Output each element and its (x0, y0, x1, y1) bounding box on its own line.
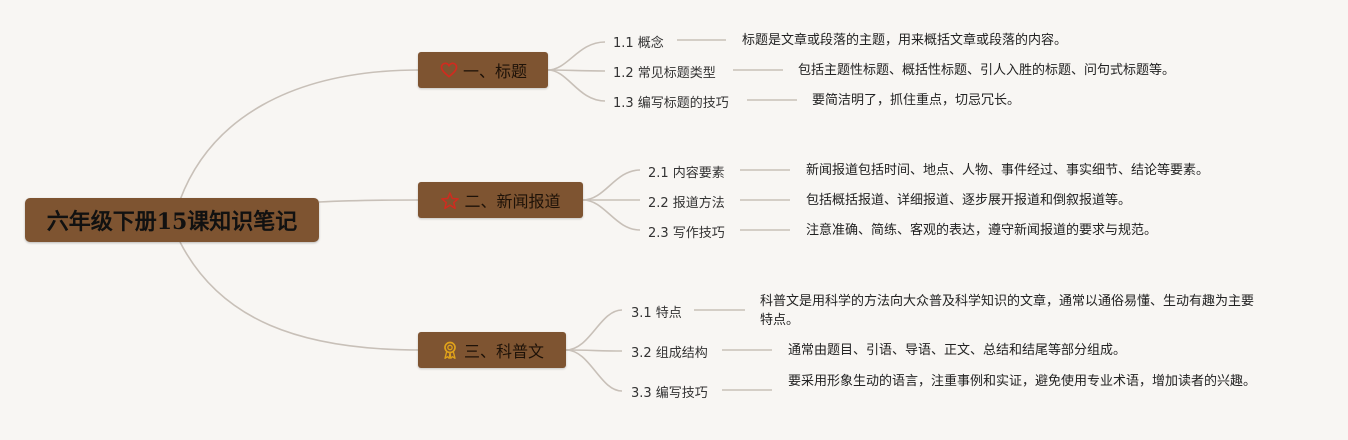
topic-node-2-1[interactable]: 2.1 内容要素 (648, 166, 725, 181)
branch-label: 三、科普文 (463, 342, 544, 361)
topic-description-2-2: 包括概括报道、详细报道、逐步展开报道和倒叙报道等。 (806, 193, 1132, 208)
topic-node-1-2[interactable]: 1.2 常见标题类型 (613, 66, 716, 81)
topic-node-3-3[interactable]: 3.3 编写技巧 (631, 386, 708, 401)
topic-node-2-3[interactable]: 2.3 写作技巧 (648, 226, 725, 241)
heart-icon (439, 60, 459, 80)
topic-description-3-1: 科普文是用科学的方法向大众普及科学知识的文章，通常以通俗易懂、生动有趣为主要特点… (760, 294, 1255, 328)
root-node[interactable]: 六年级下册15课知识笔记 (25, 198, 319, 242)
branch-node-title[interactable]: 一、标题 (418, 52, 548, 88)
topic-description-3-3: 要采用形象生动的语言，注重事例和实证，避免使用专业术语，增加读者的兴趣。 (788, 374, 1257, 389)
star-icon (440, 190, 460, 210)
connector-b2-i3 (582, 199, 641, 231)
branch-node-science[interactable]: 三、科普文 (418, 332, 566, 368)
branch-label: 一、标题 (462, 62, 527, 81)
topic-description-1-3: 要简洁明了，抓住重点，切忌冗长。 (812, 93, 1021, 108)
topic-node-3-2[interactable]: 3.2 组成结构 (631, 346, 708, 361)
branch-node-news[interactable]: 二、新闻报道 (418, 182, 583, 218)
branch-label: 二、新闻报道 (464, 192, 561, 211)
topic-node-3-1[interactable]: 3.1 特点 (631, 306, 682, 321)
connector-b3-i1 (565, 309, 623, 351)
topic-description-1-2: 包括主题性标题、概括性标题、引人入胜的标题、问句式标题等。 (798, 63, 1176, 78)
connector-root-branch-3 (179, 241, 421, 351)
topic-description-2-3: 注意准确、简练、客观的表达，遵守新闻报道的要求与规范。 (806, 223, 1158, 238)
connector-root-branch-2 (318, 199, 421, 203)
connector-b1-i2 (547, 69, 606, 72)
topic-description-2-1: 新闻报道包括时间、地点、人物、事件经过、事实细节、结论等要素。 (806, 163, 1210, 178)
topic-description-1-1: 标题是文章或段落的主题，用来概括文章或段落的内容。 (742, 33, 1068, 48)
connector-b3-i2 (565, 349, 623, 352)
connector-b1-i3 (547, 69, 606, 102)
topic-node-1-1[interactable]: 1.1 概念 (613, 36, 664, 51)
connector-b1-i1 (547, 41, 606, 71)
connector-b3-i3 (565, 349, 623, 392)
topic-node-2-2[interactable]: 2.2 报道方法 (648, 196, 725, 211)
topic-description-3-2: 通常由题目、引语、导语、正文、总结和结尾等部分组成。 (788, 343, 1127, 358)
root-title: 六年级下册15课知识笔记 (46, 209, 298, 235)
connector-b2-i1 (582, 169, 641, 201)
connector-root-branch-1 (179, 69, 421, 201)
topic-node-1-3[interactable]: 1.3 编写标题的技巧 (613, 96, 729, 111)
award-ribbon-icon (440, 340, 460, 360)
